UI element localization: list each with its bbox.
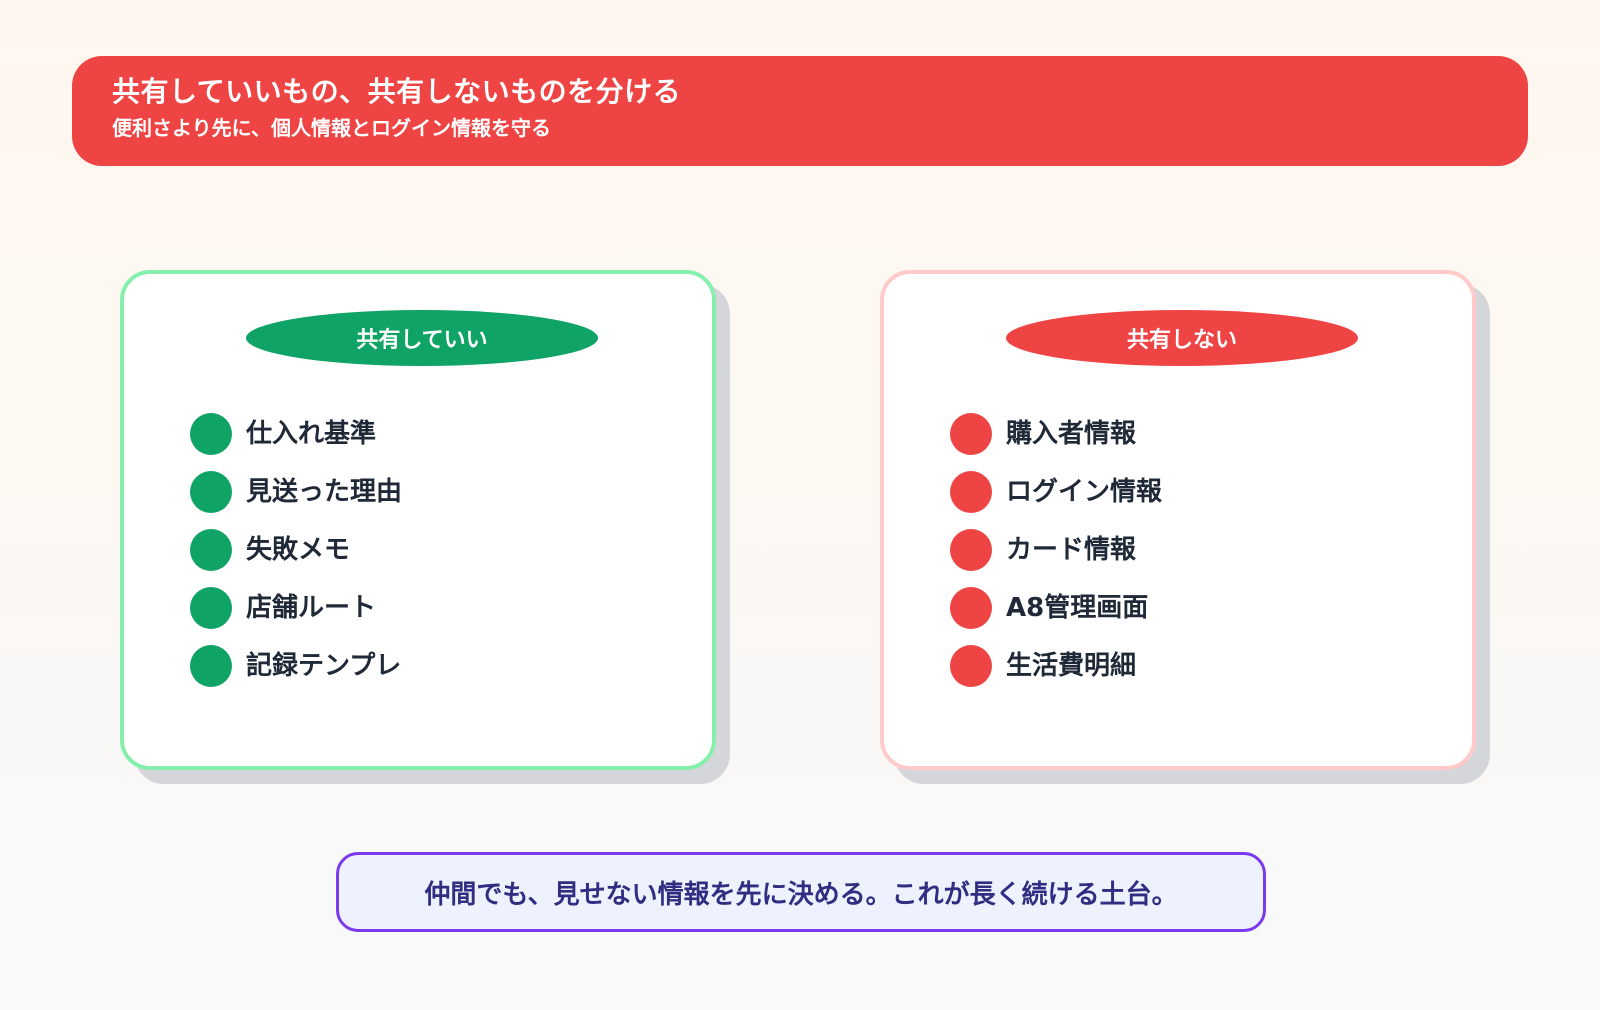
allowed-item-5: 記録テンプレ [190, 644, 401, 688]
not-allowed-item-1: 購入者情報 [950, 412, 1136, 456]
header-title: 共有していいもの、共有しないものを分ける [112, 75, 682, 108]
not-allowed-item-label: カード情報 [1006, 535, 1137, 565]
not-allowed-panel: 共有しない 購入者情報 ログイン情報 カード情報 A8管理画面 生活費明細 [880, 270, 1476, 770]
header-subtitle: 便利さより先に、個人情報とログイン情報を守る [112, 116, 551, 140]
allowed-item-label: 記録テンプレ [246, 651, 402, 681]
not-allowed-item-label: 購入者情報 [1006, 419, 1137, 449]
not-allowed-item-label: ログイン情報 [1006, 477, 1163, 507]
not-allowed-item-3: カード情報 [950, 528, 1136, 572]
not-allowed-item-label: A8管理画面 [1006, 593, 1149, 623]
not-allowed-item-label: 生活費明細 [1006, 651, 1137, 681]
allowed-item-1: 仕入れ基準 [190, 412, 376, 456]
green-bullet-icon [190, 587, 232, 629]
red-bullet-icon [950, 529, 992, 571]
allowed-label: 共有していい [356, 328, 488, 353]
allowed-item-label: 失敗メモ [246, 535, 351, 565]
footer-note-text: 仲間でも、見せない情報を先に決める。これが長く続ける土台。 [424, 879, 1178, 910]
not-allowed-item-2: ログイン情報 [950, 470, 1162, 514]
not-allowed-item-5: 生活費明細 [950, 644, 1136, 688]
allowed-label-pill: 共有していい [246, 310, 598, 366]
allowed-item-label: 見送った理由 [246, 477, 403, 507]
red-bullet-icon [950, 413, 992, 455]
footer-note: 仲間でも、見せない情報を先に決める。これが長く続ける土台。 [336, 852, 1266, 932]
red-bullet-icon [950, 645, 992, 687]
green-bullet-icon [190, 471, 232, 513]
allowed-item-3: 失敗メモ [190, 528, 350, 572]
green-bullet-icon [190, 413, 232, 455]
not-allowed-label-pill: 共有しない [1006, 310, 1358, 366]
header-banner: 共有していいもの、共有しないものを分ける 便利さより先に、個人情報とログイン情報… [72, 56, 1528, 166]
not-allowed-item-4: A8管理画面 [950, 586, 1148, 630]
allowed-item-label: 店舗ルート [246, 593, 377, 623]
allowed-item-2: 見送った理由 [190, 470, 402, 514]
green-bullet-icon [190, 645, 232, 687]
allowed-panel: 共有していい 仕入れ基準 見送った理由 失敗メモ 店舗ルート 記録テンプレ [120, 270, 716, 770]
green-bullet-icon [190, 529, 232, 571]
red-bullet-icon [950, 471, 992, 513]
allowed-item-label: 仕入れ基準 [246, 419, 377, 449]
allowed-item-4: 店舗ルート [190, 586, 376, 630]
not-allowed-label: 共有しない [1126, 328, 1237, 353]
red-bullet-icon [950, 587, 992, 629]
